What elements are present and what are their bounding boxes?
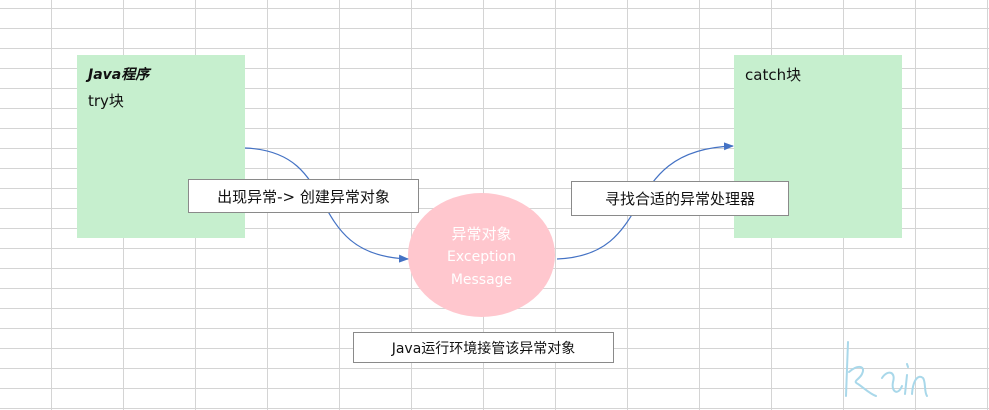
try-block-label: try块 <box>88 92 124 110</box>
find-handler-label: 寻找合适的异常处理器 <box>571 181 789 216</box>
signature-drawing <box>845 341 928 397</box>
find-handler-text: 寻找合适的异常处理器 <box>604 190 755 208</box>
exception-object-line-exception: Exception <box>447 249 516 265</box>
create-exception-text: 出现异常-> 创建异常对象 <box>217 187 390 206</box>
try-block: Java程序 try块 <box>77 55 245 238</box>
runtime-takeover-label: Java运行环境接管该异常对象 <box>353 332 614 363</box>
exception-object-ellipse: 异常对象 Exception Message <box>408 193 555 317</box>
runtime-takeover-text: Java运行环境接管该异常对象 <box>391 340 576 357</box>
create-exception-label: 出现异常-> 创建异常对象 <box>188 179 419 213</box>
catch-block-label: catch块 <box>745 66 802 84</box>
exception-object-line-message: Message <box>450 272 513 288</box>
program-title: Java程序 <box>88 67 150 83</box>
exception-object-title: 异常对象 <box>451 225 512 243</box>
